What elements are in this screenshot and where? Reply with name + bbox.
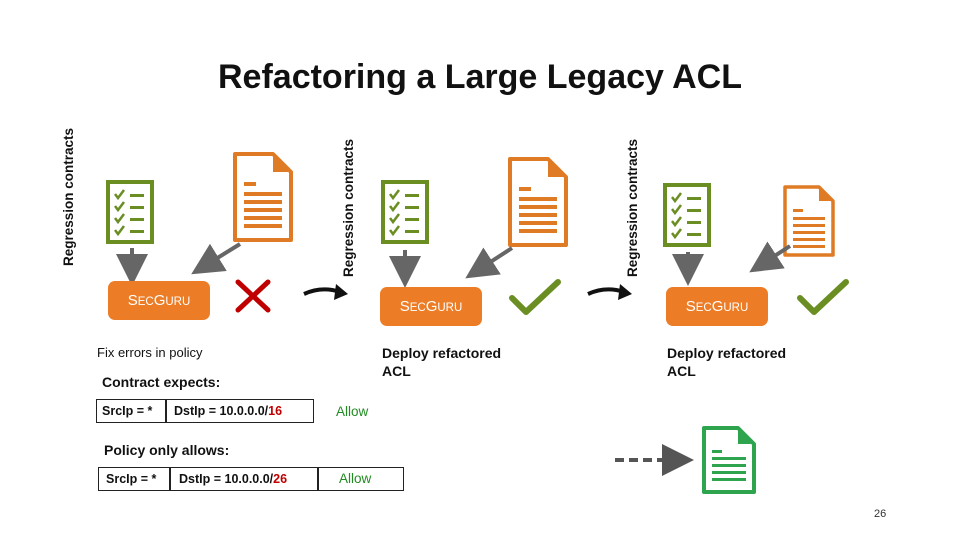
contract-action: Allow	[336, 404, 369, 419]
document-icon	[783, 185, 835, 257]
checklist-icon	[663, 183, 711, 247]
policy-src-cell: SrcIp = *	[98, 467, 170, 491]
secguru-box-1: SECGURU	[108, 281, 210, 320]
deploy-note-3: Deploy refactored ACL	[667, 345, 787, 379]
checklist-icon	[381, 180, 429, 244]
curved-arrow-icon	[587, 284, 632, 300]
policy-action-cell: Allow	[318, 467, 404, 491]
document-to-guru-arrow-2	[465, 246, 514, 279]
contract-heading: Contract expects:	[102, 374, 221, 390]
document-icon	[233, 152, 293, 242]
document-to-guru-arrow-1	[191, 242, 242, 275]
curved-arrow-icon	[303, 284, 348, 300]
contract-dst-cell: DstIp = 10.0.0.0/16	[166, 399, 314, 423]
fail-x-icon	[235, 279, 271, 313]
secguru-box-3: SECGURU	[666, 287, 768, 326]
policy-dst-cell: DstIp = 10.0.0.0/26	[170, 467, 318, 491]
pass-check-icon	[797, 279, 849, 315]
checklist-icon	[106, 180, 154, 244]
policy-heading: Policy only allows:	[104, 442, 230, 458]
deploy-note-2: Deploy refactored ACL	[382, 345, 502, 379]
document-to-guru-arrow-3	[749, 241, 792, 273]
pass-check-icon	[509, 279, 561, 315]
final-document-icon	[702, 426, 756, 494]
slide-title: Refactoring a Large Legacy ACL	[218, 58, 742, 96]
document-icon	[508, 157, 568, 247]
contract-src-cell: SrcIp = *	[96, 399, 166, 423]
secguru-box-2: SECGURU	[380, 287, 482, 326]
page-number: 26	[874, 508, 887, 520]
fix-errors-note: Fix errors in policy	[97, 345, 203, 360]
